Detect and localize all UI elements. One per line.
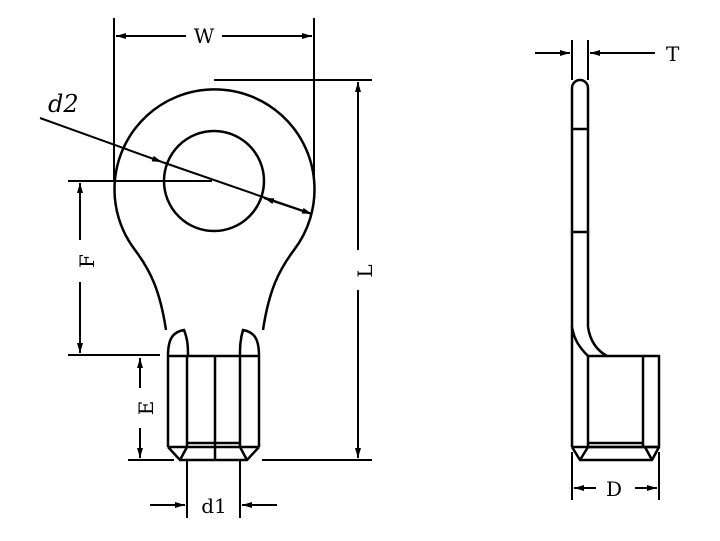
label-e: E [134, 401, 158, 416]
dimension-f: F [68, 180, 212, 356]
front-view: W d2 F L E [39, 18, 377, 518]
dimension-d2: d2 [39, 90, 313, 215]
side-profile [570, 78, 661, 462]
label-d1: d1 [201, 494, 227, 518]
label-l: L [353, 264, 377, 277]
dimension-e: E [128, 358, 174, 461]
dimension-w: W [113, 18, 315, 180]
dimension-t: T [535, 40, 680, 80]
neck-left-curve [166, 328, 190, 357]
label-w: W [194, 24, 215, 48]
label-d: D [606, 477, 622, 501]
barrel [166, 354, 261, 462]
label-f: F [75, 254, 99, 268]
dimension-l: L [214, 79, 377, 461]
dimension-d: D [571, 452, 660, 501]
side-view: T D [535, 40, 680, 501]
neck-right-curve [238, 328, 261, 357]
dimension-d1: d1 [150, 460, 277, 518]
ring-outline [113, 88, 316, 331]
label-d2: d2 [48, 90, 79, 118]
label-t: T [666, 42, 680, 66]
